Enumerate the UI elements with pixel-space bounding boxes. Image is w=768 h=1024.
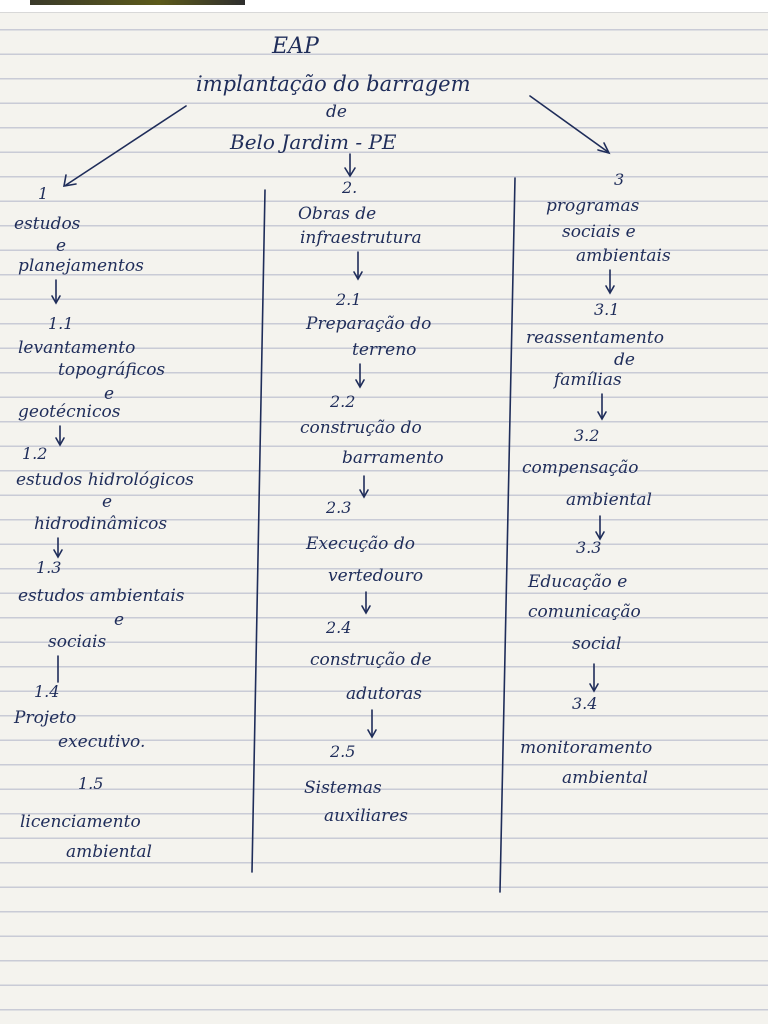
branch-2-label-line-1: Obras de (298, 204, 377, 224)
item-1-4-number: 1.4 (34, 682, 60, 701)
item-3-2-label-line-2: ambiental (566, 490, 652, 510)
branch-3-label-line-3: ambientais (576, 246, 671, 266)
item-1-2-label-line-2: e (102, 492, 113, 512)
item-2-5-number: 2.5 (330, 742, 356, 761)
item-2-2-label-line-1: construção do (300, 418, 422, 438)
item-1-4-label-line-1: Projeto (14, 708, 77, 728)
item-1-4-label-line-2: executivo. (58, 732, 146, 752)
item-3-1-label-line-3: famílias (554, 370, 622, 390)
item-2-2-number: 2.2 (330, 392, 356, 411)
item-3-3-label-line-1: Educação e (528, 572, 628, 592)
project-name-line-2: de (326, 102, 347, 122)
item-2-3-label-line-2: vertedouro (328, 566, 424, 586)
branch-1-number: 1 (38, 184, 49, 203)
item-1-3-number: 1.3 (36, 558, 62, 577)
item-1-1-number: 1.1 (48, 314, 74, 333)
item-3-3-label-line-3: social (572, 634, 622, 654)
item-3-3-label-line-2: comunicação (528, 602, 641, 622)
item-2-4-label-line-1: construção de (310, 650, 432, 670)
item-2-1-label-line-1: Preparação do (306, 314, 432, 334)
item-1-5-label-line-1: licenciamento (20, 812, 141, 832)
item-1-2-label-line-1: estudos hidrológicos (16, 470, 194, 490)
item-3-2-label-line-1: compensação (522, 458, 639, 478)
root-to-branch-1-arrow (65, 105, 187, 186)
item-1-1-label-line-1: levantamento (18, 338, 136, 358)
item-1-1-label-line-4: geotécnicos (18, 402, 121, 422)
branch-1-label-line-2: e (56, 236, 67, 256)
item-1-1-label-line-2: topográficos (58, 360, 166, 380)
branch-1-label-line-1: estudos (14, 214, 81, 234)
item-1-5-number: 1.5 (78, 774, 104, 793)
branch-3-label-line-1: programas (546, 196, 640, 216)
item-2-4-label-line-2: adutoras (346, 684, 423, 704)
item-1-3-label-line-2: e (114, 610, 125, 630)
item-2-1-label-line-2: terreno (352, 340, 417, 360)
project-name-line-3: Belo Jardim - PE (230, 130, 397, 154)
item-3-2-number: 3.2 (574, 426, 600, 445)
item-2-2-label-line-2: barramento (342, 448, 444, 468)
item-2-3-number: 2.3 (326, 498, 352, 517)
root-to-branch-3-arrow (529, 95, 609, 153)
item-1-1-label-line-3: e (104, 384, 115, 404)
item-3-4-number: 3.4 (572, 694, 598, 713)
item-1-2-label-line-3: hidrodinâmicos (34, 514, 168, 534)
item-2-4-number: 2.4 (326, 618, 352, 637)
branch-1-label-line-3: planejamentos (18, 256, 144, 276)
branch-3-label-line-2: sociais e (562, 222, 636, 242)
item-3-4-label-line-1: monitoramento (520, 738, 653, 758)
item-3-1-label-line-2: de (614, 350, 635, 370)
branch-2-number: 2. (342, 178, 358, 197)
item-3-1-label-line-1: reassentamento (526, 328, 664, 348)
branch-2-label-line-2: infraestrutura (300, 228, 422, 248)
item-1-3-label-line-3: sociais (48, 632, 107, 652)
item-2-1-number: 2.1 (336, 290, 362, 309)
project-name-line-1: implantação do barragem (196, 72, 471, 96)
page-title: EAP (272, 34, 319, 59)
item-2-3-label-line-1: Execução do (306, 534, 415, 554)
item-1-5-label-line-2: ambiental (66, 842, 152, 862)
item-2-5-label-line-1: Sistemas (304, 778, 382, 798)
item-3-4-label-line-2: ambiental (562, 768, 648, 788)
item-1-3-label-line-1: estudos ambientais (18, 586, 185, 606)
item-3-3-number: 3.3 (576, 538, 602, 557)
column-divider-1 (251, 189, 266, 873)
item-3-1-number: 3.1 (594, 300, 620, 319)
column-divider-2 (499, 177, 516, 893)
item-1-2-number: 1.2 (22, 444, 48, 463)
branch-3-number: 3 (614, 170, 625, 189)
corner-mark (30, 0, 245, 5)
item-2-5-label-line-2: auxiliares (324, 806, 409, 826)
